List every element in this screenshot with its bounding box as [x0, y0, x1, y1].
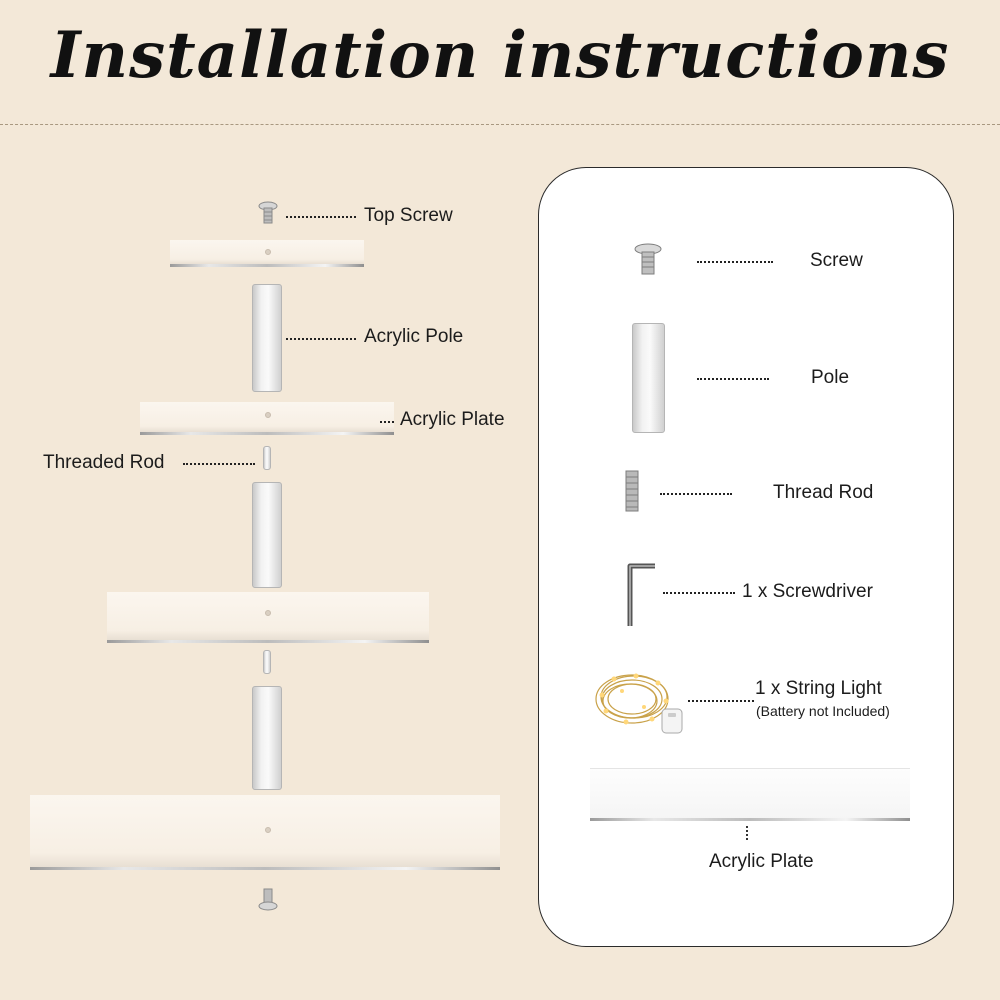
acrylic-plate-leader [380, 421, 394, 423]
plate-edge [170, 264, 364, 267]
string-light-leader [688, 700, 754, 702]
acrylic-plate-part [590, 768, 910, 819]
acrylic-plate-tier-3 [107, 592, 429, 640]
title-divider [0, 124, 1000, 125]
acrylic-pole-3 [252, 686, 282, 790]
screw-label: Screw [810, 250, 863, 271]
battery-note: (Battery not Included) [756, 703, 890, 719]
thread-rod-icon [625, 470, 639, 512]
plate-edge [30, 867, 500, 870]
assembly-diagram: Top Screw Acrylic Pole Acrylic Plate Thr… [0, 130, 530, 1000]
screwdriver-leader [663, 592, 735, 594]
page-title: Installation instructions [50, 18, 950, 93]
screw-leader [697, 261, 773, 263]
acrylic-plate-leader [746, 826, 748, 840]
acrylic-pole-1 [252, 284, 282, 392]
plate-edge [590, 818, 910, 821]
plate-hole [265, 827, 271, 833]
plate-hole [265, 412, 271, 418]
string-light-icon [595, 673, 683, 734]
top-screw-icon [258, 201, 278, 224]
thread-rod-leader [660, 493, 732, 495]
pole-label: Pole [811, 367, 850, 388]
pole-leader [697, 378, 769, 380]
screwdriver-label: 1 x Screwdriver [742, 581, 873, 602]
plate-hole [265, 249, 271, 255]
plate-hole [265, 610, 271, 616]
thread-rod-label: Thread Rod [773, 482, 874, 503]
acrylic-pole-2 [252, 482, 282, 588]
acrylic-pole-label: Acrylic Pole [364, 326, 464, 347]
top-screw-label: Top Screw [364, 205, 453, 226]
acrylic-plate-label: Acrylic Plate [400, 409, 505, 430]
acrylic-plate-part-label: Acrylic Plate [709, 851, 814, 872]
plate-edge [140, 432, 394, 435]
threaded-rod-2 [263, 650, 271, 674]
threaded-rod-label: Threaded Rod [43, 452, 165, 473]
pole-part [632, 323, 665, 433]
screwdriver-icon [627, 563, 655, 626]
threaded-rod-1 [263, 446, 271, 470]
threaded-rod-leader [183, 463, 255, 465]
bottom-screw-icon [258, 888, 278, 911]
top-screw-leader [286, 216, 356, 218]
string-light-label: 1 x String Light [755, 678, 882, 699]
acrylic-pole-leader [286, 338, 356, 340]
screw-icon [634, 243, 662, 275]
plate-edge [107, 640, 429, 643]
